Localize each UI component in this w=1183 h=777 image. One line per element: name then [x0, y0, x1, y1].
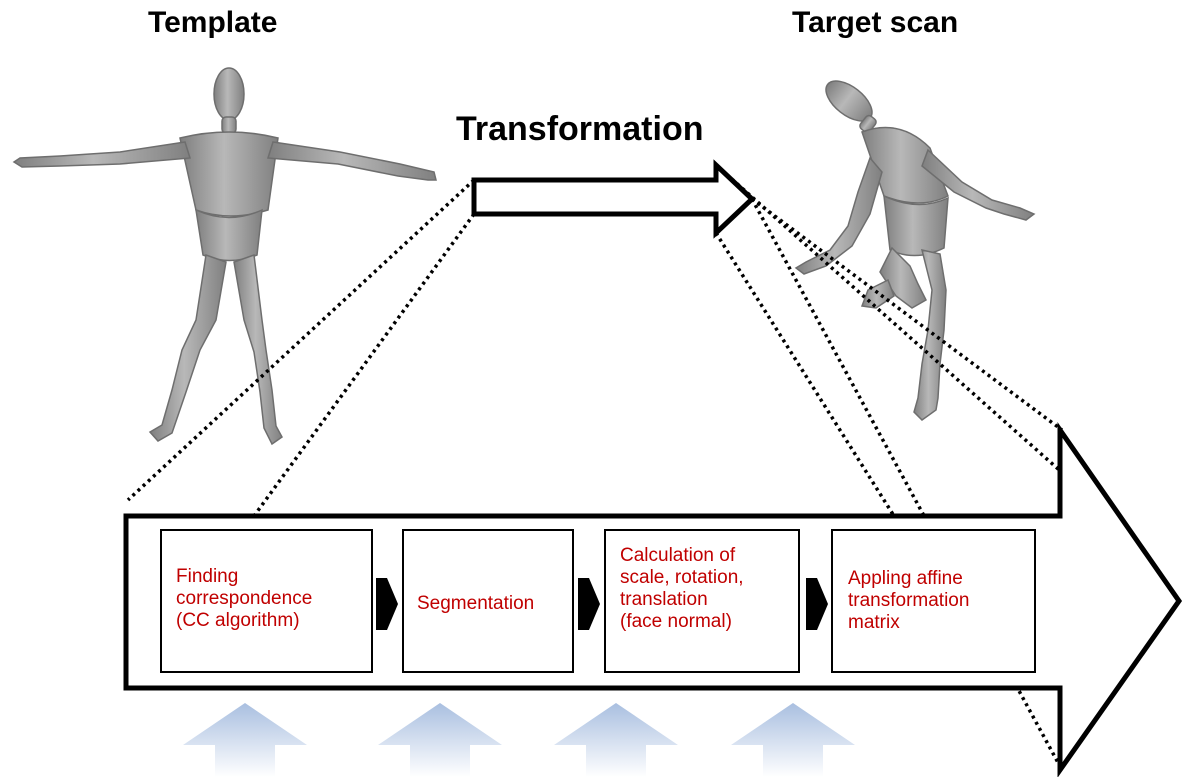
- step-box-4: [831, 529, 1036, 673]
- target-scan-label: Target scan: [792, 6, 959, 39]
- step-text-1: Finding correspondence (CC algorithm): [176, 566, 313, 631]
- input-arrow-2: [378, 703, 502, 777]
- step-chevron-2: [578, 578, 600, 630]
- transformation-label: Transformation: [456, 110, 704, 148]
- input-arrow-3: [554, 703, 678, 777]
- template-mannequin: [12, 67, 437, 446]
- input-arrow-1: [183, 703, 307, 777]
- step-box-2: [402, 529, 574, 673]
- step-box-3: [604, 529, 800, 673]
- transformation-arrow: [471, 159, 756, 239]
- template-label: Template: [148, 6, 278, 39]
- step-text-3: Calculation of scale, rotation, translat…: [620, 545, 744, 632]
- step-text-4: Appling affine transformation matrix: [848, 568, 970, 633]
- step-chevron-3: [806, 578, 828, 630]
- step-box-1: [160, 529, 373, 673]
- step-chevron-1: [376, 578, 398, 630]
- input-arrow-4: [731, 703, 855, 777]
- target-mannequin: [794, 80, 1036, 421]
- step-text-2: Segmentation: [417, 593, 535, 614]
